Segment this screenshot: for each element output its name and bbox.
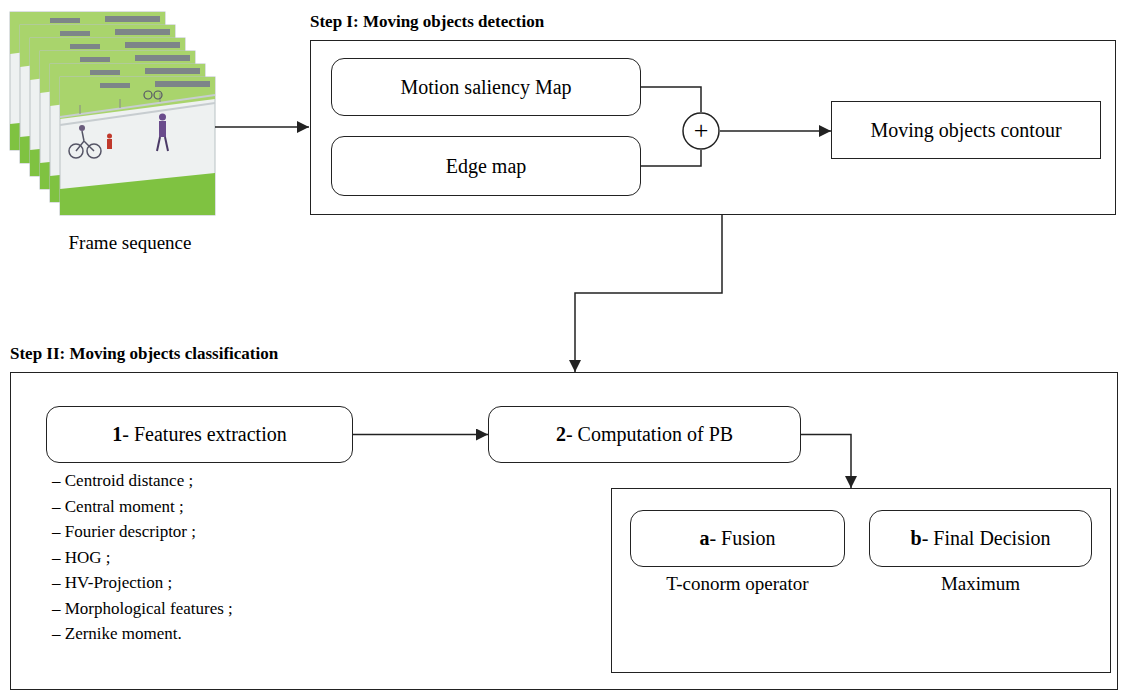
feature-item: – HV-Projection ; bbox=[52, 573, 172, 593]
step-panel: Step I: Moving objects detectionMotion s… bbox=[310, 40, 1116, 215]
connector bbox=[353, 434, 488, 436]
panel-heading: Step II: Moving objects classification bbox=[10, 344, 278, 364]
sum-junction: + bbox=[682, 112, 720, 150]
connector bbox=[641, 150, 701, 166]
box-label: 2- Computation of PB bbox=[556, 423, 733, 446]
process-box: Motion saliency Map bbox=[331, 58, 641, 116]
box-label: a- Fusion bbox=[699, 527, 775, 550]
process-box: a- Fusion bbox=[630, 510, 845, 567]
feature-item: – Morphological features ; bbox=[52, 599, 233, 619]
feature-item: – Zernike moment. bbox=[52, 624, 182, 644]
frame-stack bbox=[10, 12, 215, 215]
box-label: Motion saliency Map bbox=[400, 76, 571, 99]
input-arrow bbox=[215, 126, 309, 128]
process-box: 1- Features extraction bbox=[46, 406, 353, 463]
connector bbox=[720, 130, 831, 132]
process-box: Edge map bbox=[331, 136, 641, 196]
output-box: Moving objects contour bbox=[831, 101, 1101, 159]
connector bbox=[641, 87, 701, 112]
decision-group: T-conorm operator Maximum a- Fusion b- Fina… bbox=[611, 488, 1111, 673]
process-box: b- Final Decision bbox=[869, 510, 1092, 567]
method-caption: Maximum bbox=[869, 573, 1092, 595]
box-label: Edge map bbox=[446, 155, 527, 178]
connector bbox=[801, 435, 851, 489]
operator-sign: + bbox=[694, 116, 709, 146]
image-caption: Frame sequence bbox=[40, 232, 220, 254]
box-label: b- Final Decision bbox=[911, 527, 1051, 550]
feature-item: – Fourier descriptor ; bbox=[52, 522, 196, 542]
method-caption: T-conorm operator bbox=[630, 573, 845, 595]
connector bbox=[575, 215, 722, 372]
panel-heading: Step I: Moving objects detection bbox=[310, 12, 544, 32]
process-box: 2- Computation of PB bbox=[488, 406, 801, 463]
box-label: Moving objects contour bbox=[870, 119, 1061, 142]
feature-item: – HOG ; bbox=[52, 548, 111, 568]
feature-item: – Central moment ; bbox=[52, 497, 184, 517]
box-label: 1- Features extraction bbox=[112, 423, 286, 446]
feature-item: – Centroid distance ; bbox=[52, 471, 193, 491]
